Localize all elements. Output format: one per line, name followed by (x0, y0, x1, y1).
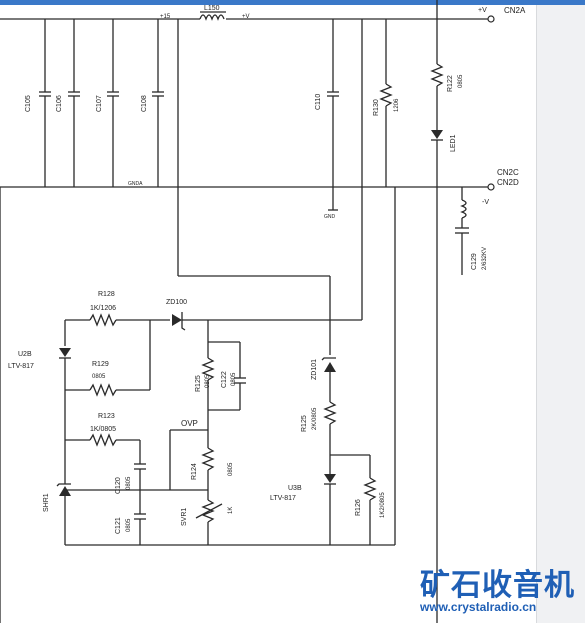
trimmer-svr1 (195, 499, 223, 545)
label-r123-value: 1K/0805 (90, 426, 116, 433)
label-led1: LED1 (450, 134, 457, 152)
zener-zd101 (321, 357, 336, 402)
label-r128-value: 1K/1206 (90, 305, 116, 312)
label-c110: C110 (315, 94, 322, 110)
label-zd101: ZD101 (311, 359, 318, 380)
label-c120-value: 0805 (126, 476, 132, 490)
capacitor-c129 (455, 187, 469, 275)
label-r125-value: 2K/0805 (312, 407, 318, 430)
inductor-l150 (199, 11, 226, 21)
label-vminus: -V (482, 199, 489, 206)
right-scroll-panel[interactable] (536, 5, 585, 623)
label-r126: R126 (355, 499, 362, 516)
label-u2b-part: LTV-817 (8, 363, 34, 370)
label-c122: C122 (221, 371, 228, 388)
crystalradio-watermark: 矿石收音机 www.crystalradio.cn (400, 560, 580, 620)
label-gnd: GND (324, 214, 336, 220)
label-zd100: ZD100 (166, 299, 187, 306)
label-c107: C107 (96, 95, 103, 112)
label-r122: R122 (447, 75, 454, 92)
resistor-r123 (65, 433, 141, 464)
label-cn2c: CN2C (497, 168, 519, 177)
label-r130-value: 1206 (394, 98, 400, 112)
label-r129-value: 0805 (92, 374, 106, 380)
label-c121-value: 0805 (126, 518, 132, 532)
label-c108: C108 (141, 95, 148, 112)
resistor-r125-top (201, 320, 215, 430)
optocoupler-u2b (59, 320, 71, 440)
label-r122-value: 0805 (458, 74, 464, 88)
label-r126-value: 1K2/0805 (380, 492, 386, 518)
label-c129-value: 2/632KV (482, 247, 488, 270)
capacitor-c122 (208, 341, 246, 411)
label-c105: C105 (25, 95, 32, 112)
label-u3b-part: LTV-817 (270, 495, 296, 502)
ground-rail-wire (0, 183, 495, 191)
resistor-r122 (430, 0, 444, 130)
resistor-r125 (323, 401, 370, 456)
optocoupler-u3b (324, 455, 336, 545)
label-c106: C106 (56, 95, 63, 112)
zener-zd100 (172, 312, 362, 331)
resistor-r124 (201, 430, 215, 500)
resistor-r128 (65, 313, 170, 327)
label-r128: R128 (98, 291, 115, 298)
led-led1 (431, 130, 443, 623)
label-ovp: OVP (181, 419, 198, 428)
label-c129: C129 (471, 253, 478, 270)
label-vplus-mid: +V (478, 7, 487, 14)
label-cn2d: CN2D (497, 178, 519, 187)
capacitor-c120 (134, 463, 146, 490)
capacitor-c106 (68, 19, 80, 187)
label-r125-top: R125 (195, 375, 202, 392)
top-rail-wire (0, 15, 495, 23)
label-c120: C120 (115, 477, 122, 494)
label-l150: L150 (204, 5, 220, 12)
capacitor-c107 (107, 19, 119, 187)
label-r130: R130 (373, 99, 380, 116)
label-r124-value: 0805 (228, 462, 234, 476)
label-r124: R124 (191, 463, 198, 480)
label-r125: R125 (301, 415, 308, 432)
schematic-diagram: L150 +V +15 +V CN2A GNDA C105 C106 C107 … (0, 0, 526, 623)
label-shr1: SHR1 (43, 493, 50, 512)
capacitor-c108 (152, 19, 164, 187)
label-svr1-value: 1K (228, 507, 234, 514)
top-title-bar (0, 0, 585, 5)
resistor-r129 (65, 383, 150, 397)
watermark-url: www.crystalradio.cn (420, 600, 537, 614)
label-u3b: U3B (288, 485, 302, 492)
label-vplus-top: +V (242, 14, 250, 20)
shunt-regulator-shr1 (56, 440, 71, 545)
label-r123: R123 (98, 413, 115, 420)
capacitor-c105 (39, 19, 51, 187)
label-gnda: GNDA (128, 181, 143, 187)
capacitor-c121 (134, 490, 146, 545)
label-c122-value: 0805 (231, 372, 237, 386)
label-cn2a: CN2A (504, 6, 526, 15)
resistor-r126 (363, 455, 377, 545)
label-u2b: U2B (18, 351, 32, 358)
label-c121: C121 (115, 517, 122, 534)
label-15v: +15 (160, 14, 171, 20)
capacitor-c110 (327, 19, 339, 211)
label-svr1: SVR1 (181, 508, 188, 526)
watermark-title: 矿石收音机 (420, 568, 575, 603)
resistor-r130 (361, 19, 393, 320)
label-r129: R129 (92, 361, 109, 368)
